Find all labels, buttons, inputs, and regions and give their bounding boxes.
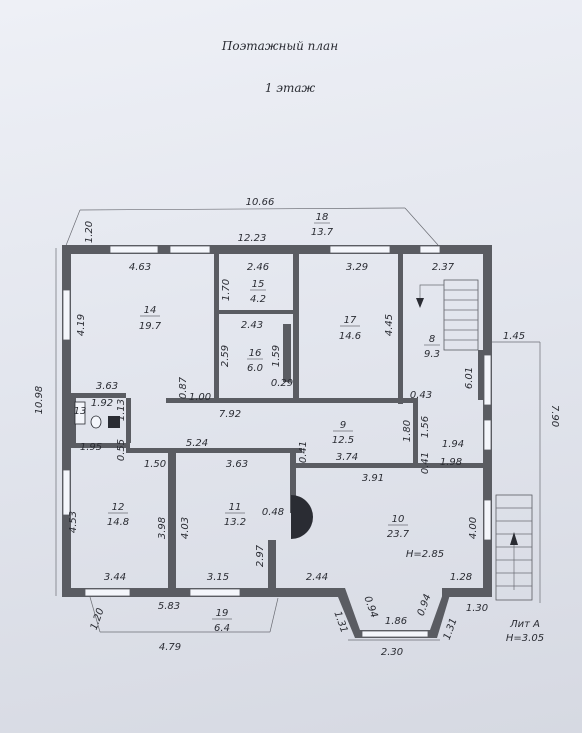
dim-r10-bottom: 2.44	[306, 572, 328, 583]
dim-r12-side2: 3.98	[157, 517, 168, 539]
dim-r14-side: 4.19	[76, 314, 87, 336]
room-9-area: 12.5	[332, 435, 354, 446]
room-9-number: 9	[340, 420, 346, 431]
round-column	[291, 495, 313, 539]
dim-porch-top: 5.83	[158, 601, 180, 612]
dim-r14-top: 4.63	[129, 262, 151, 273]
dim-bay-a: 0.94	[361, 595, 379, 620]
dim-hall-f: 1.95	[80, 442, 102, 453]
dim-hall-h: 5.24	[186, 438, 208, 449]
dim-hall-e: 7.92	[219, 409, 241, 420]
dim-right-overall: 7.90	[549, 405, 560, 427]
exterior-stairs	[495, 494, 533, 601]
plan-subtitle: 1 этаж	[265, 81, 316, 95]
dim-r10-top: 3.91	[362, 473, 384, 484]
dim-r9-right-a: 1.94	[442, 439, 464, 450]
dim-bay-e: 1.31	[442, 617, 460, 642]
room-13-number: 13	[74, 406, 87, 417]
room-15-number: 15	[252, 279, 265, 290]
room-19-number: 19	[216, 608, 229, 619]
room-16-area: 6.0	[247, 363, 263, 374]
dim-r12-top: 1.50	[144, 459, 166, 470]
total-height-label: H=3.05	[506, 633, 544, 644]
dim-hall-c: 0.87	[178, 376, 189, 399]
dim-r12-side: 4.53	[68, 511, 79, 533]
room-15-area: 4.2	[250, 294, 266, 305]
dim-r11-top: 3.63	[226, 459, 248, 470]
windows	[62, 245, 492, 638]
dim-bottom-overall: 4.79	[159, 642, 181, 653]
dim-r8-bottom: 0.43	[410, 390, 432, 401]
room-10-height: H=2.85	[406, 549, 444, 560]
plan-title: Поэтажный план	[221, 39, 338, 53]
dim-r8-side: 6.01	[464, 367, 475, 389]
room-17-area: 14.6	[339, 331, 361, 342]
dim-hall-top-left: 3.63	[96, 381, 118, 392]
dim-bay-c: 0.94	[416, 593, 434, 618]
room-11-number: 11	[229, 502, 242, 513]
dim-r15-top: 2.46	[247, 262, 269, 273]
dimension-labels: 10.66 12.23 1.20 10.98 7.90 1.45 4.63 4.…	[34, 197, 560, 658]
room-8-number: 8	[429, 334, 435, 345]
dim-porch-left: 1.20	[89, 607, 107, 632]
room-14-number: 14	[144, 305, 157, 316]
dim-hall-g: 0.55	[116, 439, 127, 461]
dim-r10-right: 1.28	[450, 572, 472, 583]
room-8-area: 9.3	[424, 349, 440, 360]
room-16-number: 16	[249, 348, 262, 359]
dim-r11-side: 4.03	[180, 517, 191, 539]
dim-r9-small: 0.41	[298, 441, 309, 463]
dim-r16-small: 1.59	[271, 345, 282, 367]
dim-r17-side: 4.45	[384, 314, 395, 336]
dim-r15-side: 1.70	[221, 279, 232, 301]
room-10-number: 10	[392, 514, 405, 525]
dim-top-overall: 10.66	[246, 197, 275, 208]
dim-hall-b: 1.13	[116, 399, 127, 421]
dim-hall-a: 1.92	[91, 398, 113, 409]
dim-r17-top: 3.29	[346, 262, 368, 273]
room-12-area: 14.8	[107, 517, 129, 528]
dim-bay-b: 1.86	[385, 616, 407, 627]
dim-r16-side: 2.59	[220, 345, 231, 367]
dim-r11-door: 0.48	[262, 507, 284, 518]
dim-bay-overall: 2.30	[381, 647, 403, 658]
dim-r16-top: 2.43	[241, 320, 263, 331]
dim-porch-r: 1.30	[466, 603, 488, 614]
room-19-area: 6.4	[214, 623, 230, 634]
room-11-area: 13.2	[224, 517, 246, 528]
dim-left-overall: 10.98	[34, 386, 45, 415]
room-labels: 14 19.7 15 4.2 16 6.0 17 14.6 18 13.7 8 …	[74, 212, 544, 644]
room-12-number: 12	[112, 502, 125, 513]
lit-label: Лит А	[509, 619, 540, 630]
dim-right-offset: 1.45	[503, 331, 525, 342]
room-18-area: 13.7	[311, 227, 334, 238]
dim-r9-right-b: 1.98	[440, 457, 462, 468]
room-14-area: 19.7	[139, 321, 162, 332]
bathroom-fixtures	[74, 401, 120, 429]
dim-hall-d: 1.00	[189, 392, 211, 403]
room-17-number: 17	[344, 315, 357, 326]
dim-r9-side: 1.80	[402, 420, 413, 442]
dim-r9-bottom: 3.74	[336, 452, 358, 463]
dim-top-inner: 12.23	[238, 233, 267, 244]
dim-r12-bottom: 3.44	[104, 572, 126, 583]
stairs-room-8	[416, 279, 479, 351]
dim-r9-small2: 0.41	[420, 452, 431, 474]
dim-r11-side2: 2.97	[255, 544, 266, 567]
dim-r8-top: 2.37	[432, 262, 455, 273]
room-18-number: 18	[316, 212, 329, 223]
outer-dimension-lines	[55, 207, 541, 641]
dim-r9-side2: 1.56	[420, 416, 431, 438]
dim-r11-bottom: 3.15	[207, 572, 229, 583]
dim-r16-bottom: 0.29	[271, 378, 293, 389]
dim-r10-side: 4.00	[468, 517, 479, 539]
dim-top-left-offset: 1.20	[84, 221, 95, 243]
room-10-area: 23.7	[387, 529, 410, 540]
